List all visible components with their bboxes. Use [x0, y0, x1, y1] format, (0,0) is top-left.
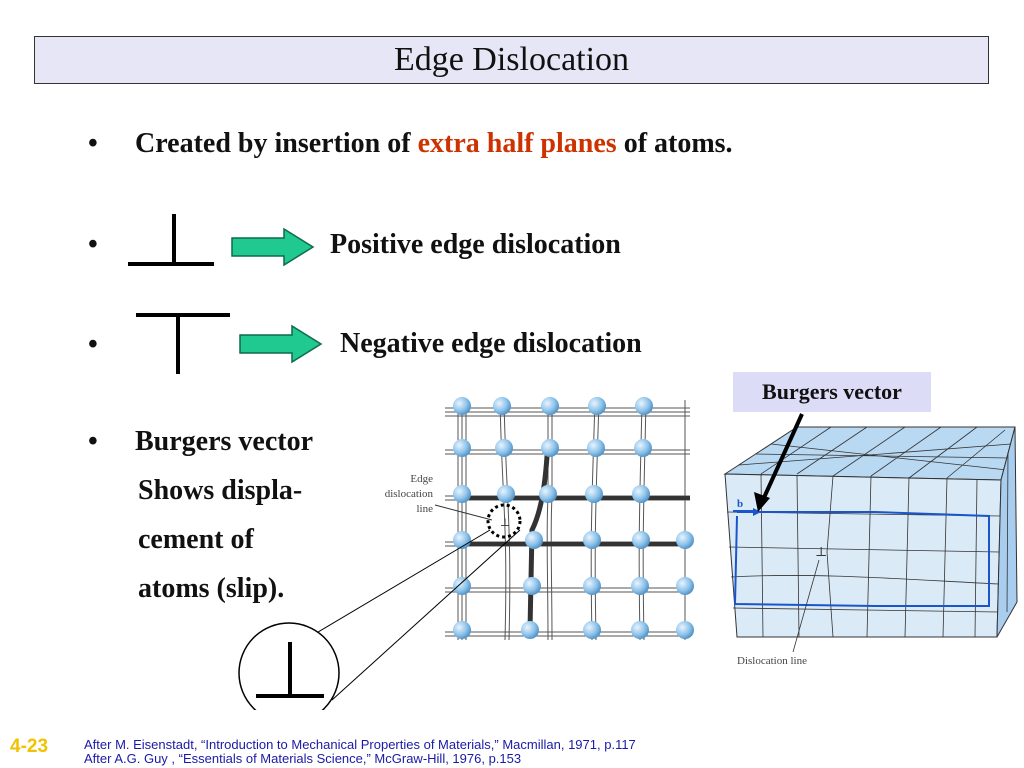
- positive-edge-symbol: [128, 214, 214, 266]
- atoms: [453, 397, 694, 639]
- bullet-4-line-2: Shows displa-: [138, 475, 303, 506]
- title-box: Edge Dislocation: [34, 36, 989, 84]
- bullet-1-pre: Created by insertion of: [135, 128, 418, 159]
- bullet-1-post: of atoms.: [616, 128, 733, 159]
- bullet-4-line-4: atoms (slip).: [138, 573, 285, 604]
- arrow-icon: [239, 324, 323, 364]
- negative-edge-symbol: [136, 313, 230, 374]
- bullet-marker-4: •: [88, 426, 98, 457]
- small-dislocation-symbol: ⊥: [500, 517, 510, 529]
- block-dislocation-symbol: ⊥: [815, 544, 827, 559]
- bullet-marker-2: •: [88, 229, 98, 260]
- burgers-circuit: [733, 511, 990, 607]
- zoom-line-lower: [331, 529, 521, 701]
- b-vector-label: b: [737, 498, 743, 510]
- bullet-marker-3: •: [88, 329, 98, 360]
- edge-label-line-2: dislocation: [385, 488, 434, 500]
- bullet-2-text: Positive edge dislocation: [330, 229, 621, 260]
- edge-label-line-1: Edge: [410, 473, 433, 485]
- callout-arrow-icon: [754, 413, 804, 512]
- burgers-vector-callout: Burgers vector: [733, 372, 931, 412]
- bullet-1-highlight: extra half planes: [417, 128, 617, 159]
- slide-title: Edge Dislocation: [393, 41, 630, 78]
- slide-number: 4-23: [10, 736, 49, 757]
- arrow-icon: [231, 227, 315, 267]
- dislocation-line-label: Dislocation line: [737, 655, 807, 667]
- bullet-4-line-1: Burgers vector: [135, 426, 314, 457]
- edge-label-leader: [434, 504, 493, 521]
- citation-2: After A.G. Guy , “Essentials of Material…: [84, 751, 522, 766]
- edge-label-line-3: line: [417, 503, 434, 515]
- dislocation-marker-circle: [486, 503, 522, 539]
- edge-dislocation-lattice-figure: ⊥ Edge dislocation line: [238, 397, 694, 710]
- zoom-line-upper: [307, 529, 491, 639]
- bullet-4-line-3: cement of: [138, 524, 254, 555]
- bullet-3-text: Negative edge dislocation: [340, 328, 642, 359]
- block-right-face: [996, 426, 1018, 638]
- dislocation-line-leader: [792, 559, 820, 653]
- bullet-marker-1: •: [88, 128, 98, 159]
- bullet-1-text: Created by insertion of extra half plane…: [135, 128, 733, 160]
- lattice-planes: [445, 399, 690, 641]
- citation-1: After M. Eisenstadt, “Introduction to Me…: [84, 737, 636, 752]
- burgers-block-figure: b ⊥ Dislocation line: [723, 426, 1018, 667]
